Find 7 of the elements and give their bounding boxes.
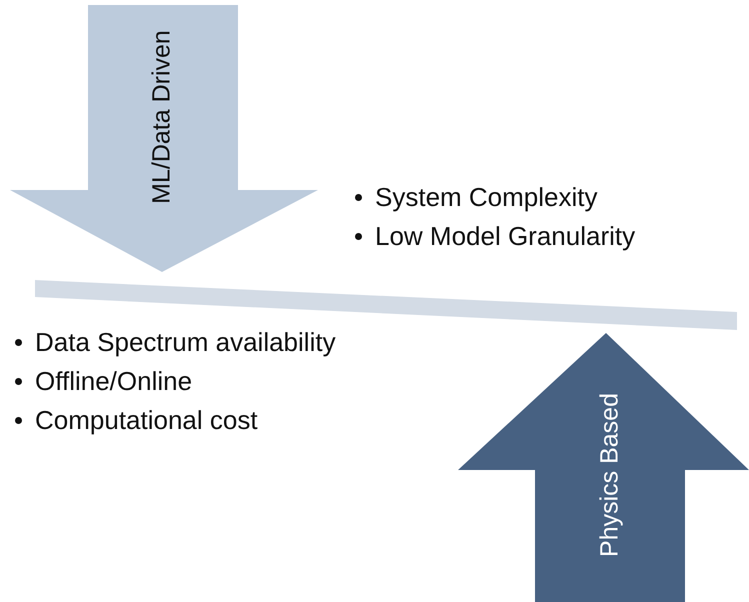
bullet-point: Offline/Online bbox=[35, 366, 192, 397]
arrow-label: ML/Data Driven bbox=[148, 30, 176, 204]
bullet-point: System Complexity bbox=[375, 182, 598, 213]
arrow-label: Physics Based bbox=[596, 393, 624, 557]
bullet-point: Low Model Granularity bbox=[375, 221, 636, 252]
bullet-point: Data Spectrum availability bbox=[35, 327, 336, 358]
bullet-point: Computational cost bbox=[35, 405, 258, 436]
